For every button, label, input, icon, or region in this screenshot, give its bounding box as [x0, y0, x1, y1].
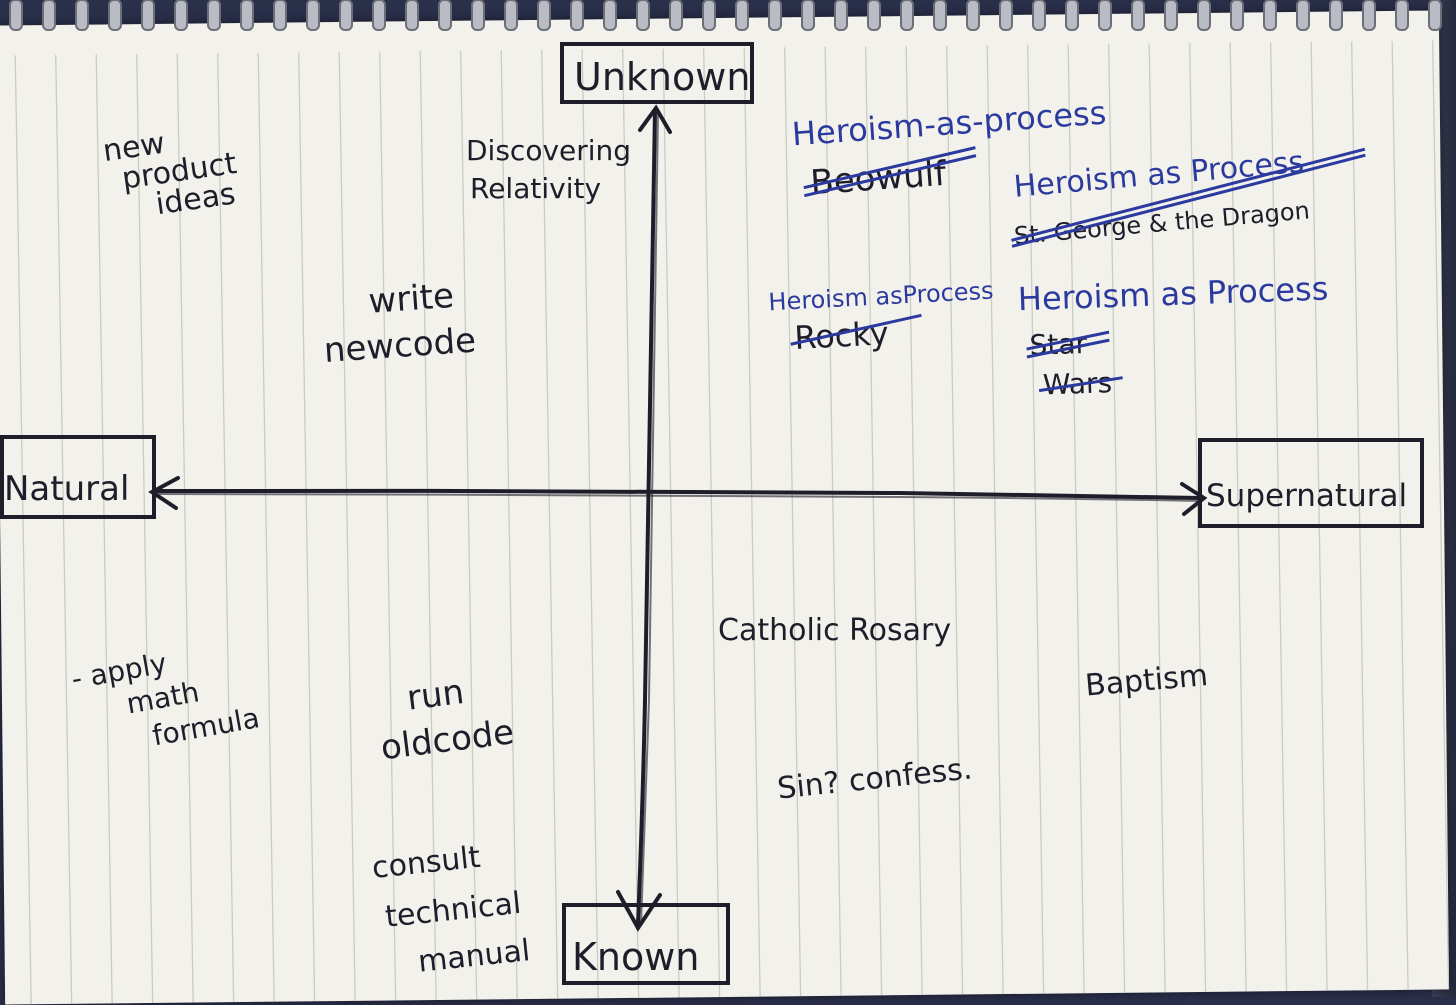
- new-product-ideas-note: new product ideas: [101, 126, 239, 222]
- horizontal-axis: [153, 488, 1202, 502]
- note-line: newcode: [323, 321, 478, 372]
- run-old-code-note: run oldcode: [379, 672, 517, 768]
- note-line: run: [405, 672, 467, 719]
- note-line: technical: [384, 886, 523, 935]
- struck-title: Rocky: [793, 314, 889, 357]
- sin-confess-note: Sin? confess.: [776, 751, 974, 806]
- right-arrowhead: [1180, 482, 1208, 516]
- note-line: new: [101, 126, 167, 169]
- struck-title: Star: [1029, 327, 1088, 362]
- supernatural-label: Supernatural: [1206, 478, 1407, 514]
- note-line: manual: [416, 933, 531, 980]
- catholic-rosary-note: Catholic Rosary: [718, 613, 951, 648]
- baptism-note: Baptism: [1084, 658, 1210, 704]
- write-new-code-note: write newcode: [323, 276, 478, 372]
- unknown-label: Unknown: [574, 55, 750, 99]
- known-label: Known: [572, 935, 699, 979]
- known-box: [562, 903, 730, 985]
- natural-box: [0, 435, 156, 519]
- note-line: consult: [370, 840, 482, 886]
- note-heading: Heroism as Process: [1017, 269, 1329, 318]
- note-line: oldcode: [379, 712, 517, 768]
- note-line: Discovering: [466, 134, 631, 167]
- heroism-st-george-note: Heroism as Process St. George & the Drag…: [1011, 145, 1366, 250]
- note-line: Relativity: [470, 172, 601, 205]
- note-line: write: [367, 276, 455, 322]
- notebook-page: [0, 10, 1450, 1005]
- natural-label: Natural: [4, 469, 129, 509]
- spiral-binding: [9, 0, 1442, 31]
- unknown-box: [560, 42, 754, 104]
- heroism-rocky-note: Heroism asProcess Rocky: [768, 277, 994, 357]
- supernatural-box: [1198, 438, 1424, 528]
- up-arrowhead: [638, 104, 672, 134]
- note-heading: Heroism asProcess: [768, 277, 994, 317]
- heroism-star-wars-note: Heroism as Process Star Wars: [1017, 269, 1329, 401]
- discovering-relativity-note: Discovering Relativity: [466, 134, 631, 205]
- consult-manual-note: consult technical manual: [370, 840, 531, 980]
- vertical-rule-lines: [14, 40, 1450, 1005]
- apply-math-formula-note: - apply math formula: [69, 646, 262, 752]
- vertical-axis: [636, 108, 659, 927]
- note-heading: Heroism-as-process: [791, 93, 1108, 153]
- struck-title: St. George & the Dragon: [1013, 196, 1311, 250]
